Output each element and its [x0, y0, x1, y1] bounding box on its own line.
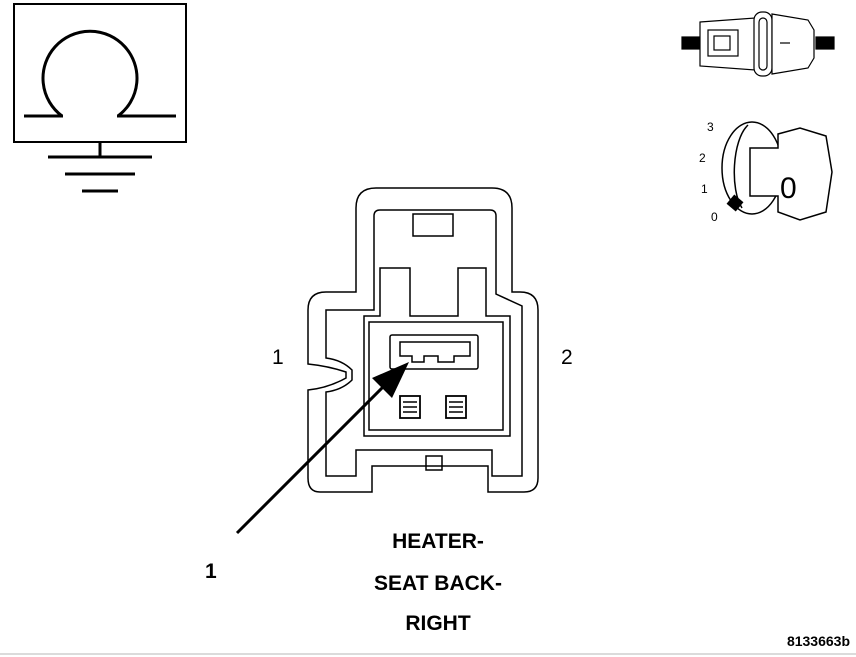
caption-line-3: RIGHT	[405, 612, 471, 635]
caption-line-1: HEATER-	[392, 530, 484, 553]
fuse-icon	[681, 11, 835, 77]
ignition-key-label: 0	[780, 172, 797, 205]
ignition-position-2: 2	[699, 151, 706, 165]
pin-label-1: 1	[272, 346, 284, 369]
ohm-ground-icon	[13, 3, 187, 193]
figure-id: 8133663b	[787, 633, 850, 649]
ignition-position-3: 3	[707, 120, 714, 134]
caption-line-2: SEAT BACK-	[374, 572, 502, 595]
ignition-position-1: 1	[701, 182, 708, 196]
callout-number: 1	[205, 560, 217, 583]
ignition-key-icon: 3 2 1 0 0	[699, 120, 833, 224]
pin-label-2: 2	[561, 346, 573, 369]
callout-arrow	[235, 362, 409, 535]
ignition-position-0: 0	[711, 210, 718, 224]
connector-face	[307, 187, 539, 493]
